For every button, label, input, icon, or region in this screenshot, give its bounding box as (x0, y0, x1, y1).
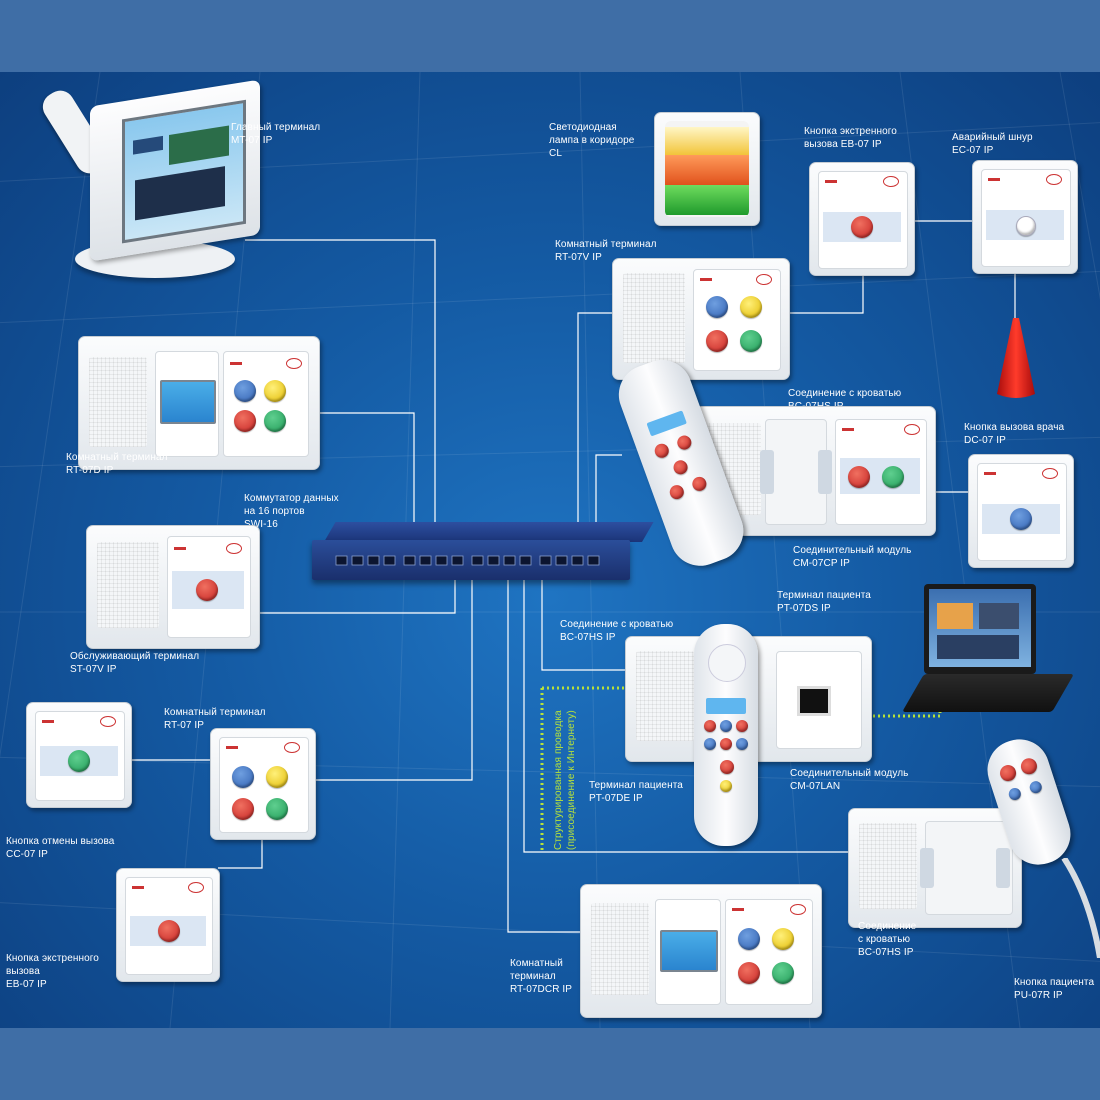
yellow-button[interactable] (772, 928, 794, 950)
label-swi16: Коммутатор данных на 16 портов SWI-16 (244, 493, 339, 530)
label-rt07d: Комнатный терминал RT-07D IP (66, 452, 168, 476)
green-button[interactable] (266, 798, 288, 820)
lcd-screen (660, 930, 718, 972)
red-button[interactable] (706, 330, 728, 352)
label-cm07lan: Соединительный модуль CM-07LAN (790, 768, 909, 792)
green-button[interactable] (264, 410, 286, 432)
cord-socket (1016, 216, 1036, 236)
label-pu07r: Кнопка пациента PU-07R IP (1014, 977, 1095, 1001)
label-st07v: Обслуживающий терминал ST-07V IP (70, 651, 200, 675)
lan-port[interactable] (797, 686, 831, 716)
wire-st07v (258, 575, 456, 614)
label-dc07: Кнопка вызова врача DC-07 IP (964, 422, 1065, 446)
blue-button[interactable] (234, 380, 256, 402)
red-button[interactable] (232, 798, 254, 820)
switch-ports (335, 555, 600, 566)
emergency-cord-ec07 (972, 160, 1078, 274)
green-button[interactable] (740, 330, 762, 352)
green-button[interactable] (68, 750, 90, 772)
pu07r-cable (1061, 858, 1100, 958)
wire-rt07dcr (507, 578, 580, 933)
wire-rt07v (577, 312, 612, 565)
label-cl: Светодиодная лампа в коридоре CL (549, 122, 635, 159)
bed-connection-bc07hs-3 (848, 808, 1022, 928)
yellow-button[interactable] (740, 296, 762, 318)
emergency-button-eb07-top (809, 162, 915, 276)
wire-bc07hs-2 (541, 578, 625, 671)
red-button[interactable] (848, 466, 870, 488)
blue-button[interactable] (232, 766, 254, 788)
label-rt07dcr: Комнатный терминал RT-07DCR IP (510, 958, 573, 995)
label-eb07-bottom: Кнопка экстренного вызова EB-07 IP (6, 953, 99, 990)
blue-button[interactable] (738, 928, 760, 950)
label-cc07: Кнопка отмены вызова CC-07 IP (6, 836, 115, 860)
corridor-lamp-cl (654, 112, 760, 226)
wire-rt07-eb (218, 838, 263, 869)
laptop (902, 584, 1076, 734)
patient-terminal-pt07de (694, 624, 758, 846)
label-bc07hs-2: Соединение с кроватью BC-07HS IP (560, 619, 674, 643)
cord-pull-icon[interactable] (991, 316, 1041, 400)
wire-eb-rt07v (788, 275, 864, 314)
label-rt07v: Комнатный терминал RT-07V IP (555, 239, 657, 263)
label-mt07: Главный терминал MT-07 IP (231, 122, 321, 146)
red-button[interactable] (158, 920, 180, 942)
cancel-button-cc07 (26, 702, 132, 808)
label-pt07ds: Терминал пациента PT-07DS IP (777, 590, 871, 614)
network-link-lan (808, 690, 942, 718)
yellow-button[interactable] (266, 766, 288, 788)
wire-bc07hs-3 (523, 578, 850, 853)
lcd-screen (160, 380, 216, 424)
emergency-button-eb07-bottom (116, 868, 220, 982)
data-switch-swi16 (312, 522, 654, 584)
main-terminal-mt07 (30, 79, 260, 308)
red-button[interactable] (234, 410, 256, 432)
laptop-screen (929, 589, 1031, 667)
wire-rt07d (318, 412, 415, 565)
green-button[interactable] (772, 962, 794, 984)
label-rt07: Комнатный терминал RT-07 IP (164, 707, 266, 731)
red-button[interactable] (196, 579, 218, 601)
red-button[interactable] (738, 962, 760, 984)
wire-mt07 (245, 239, 436, 565)
service-terminal-st07v (86, 525, 260, 649)
label-structured-wiring: Структурированная проводка (присоединени… (553, 710, 577, 850)
label-eb07-top: Кнопка экстренного вызова EB-07 IP (804, 126, 897, 150)
yellow-button[interactable] (264, 380, 286, 402)
wire-rt07 (315, 578, 473, 781)
room-terminal-rt07dcr (580, 884, 822, 1018)
touch-screen (122, 99, 246, 244)
label-bc07hs-3: Соединение с кроватью BC-07HS IP (858, 921, 917, 958)
green-button[interactable] (882, 466, 904, 488)
red-button[interactable] (851, 216, 873, 238)
doctor-call-button-dc07 (968, 454, 1074, 568)
room-terminal-rt07 (210, 728, 316, 840)
room-terminal-rt07v (612, 258, 790, 380)
blue-button[interactable] (706, 296, 728, 318)
label-pt07de: Терминал пациента PT-07DE IP (589, 780, 683, 804)
label-cm07cp: Соединительный модуль CM-07CP IP (793, 545, 912, 569)
blue-button[interactable] (1010, 508, 1032, 530)
label-ec07: Аварийный шнур EC-07 IP (952, 132, 1033, 156)
room-terminal-rt07d (78, 336, 320, 470)
